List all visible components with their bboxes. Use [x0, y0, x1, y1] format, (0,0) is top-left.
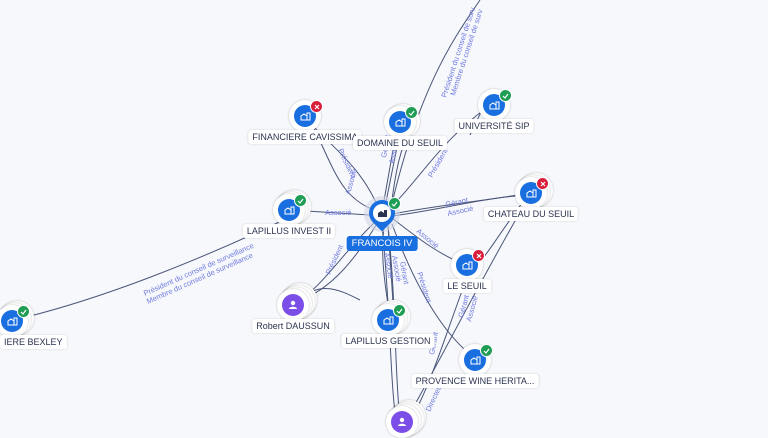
check-icon — [294, 194, 307, 207]
check-icon — [480, 344, 493, 357]
edge — [389, 0, 481, 213]
person-icon — [282, 294, 304, 316]
check-icon — [17, 305, 30, 318]
node-label: PROVENCE WINE HERITA... — [411, 374, 539, 388]
edge-label: Associé — [382, 252, 395, 279]
node-label: LE SEUIL — [443, 279, 491, 293]
check-icon — [393, 304, 406, 317]
node-label: Robert DAUSSUN — [252, 319, 334, 333]
check-icon — [405, 106, 418, 119]
edge-label: Président du conseil de surveillance — [142, 241, 255, 298]
edge-label: Président — [415, 271, 434, 305]
close-icon — [472, 249, 485, 262]
close-icon — [536, 177, 549, 190]
node-label: LAPILLUS GESTION — [341, 334, 435, 348]
person-icon — [391, 411, 413, 433]
node-label: FINANCIERE CAVISSIMA — [248, 130, 362, 144]
edge-label: Associé — [325, 208, 351, 217]
node-label: DOMAINE DU SEUIL — [352, 136, 448, 150]
check-icon — [499, 89, 512, 102]
edge-label: Gérant — [398, 261, 411, 286]
node-label: CHATEAU DU SEUIL — [483, 207, 579, 221]
edge-label: Membre du conseil de surveillance — [145, 251, 254, 306]
building-icon — [373, 204, 391, 222]
edge-label: Associé — [343, 168, 358, 196]
edge-label: Associé — [390, 255, 403, 282]
center-node-label: FRANCOIS IV — [346, 236, 418, 251]
node-label: UNIVERSITÉ SIP — [454, 119, 534, 133]
node-label: IERE BEXLEY — [0, 335, 67, 349]
node-label: LAPILLUS INVEST II — [242, 224, 336, 238]
close-icon — [310, 100, 323, 113]
check-icon — [388, 197, 401, 210]
